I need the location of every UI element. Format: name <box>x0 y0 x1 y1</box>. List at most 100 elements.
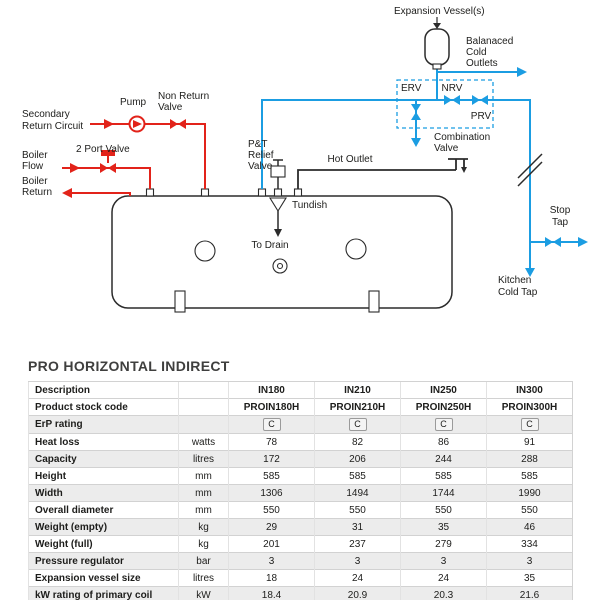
row-value: 550 <box>314 501 401 519</box>
row-value: 18.4 <box>228 586 315 600</box>
expansion-vessel-pointer-arrow <box>433 23 441 29</box>
row-value: PROIN300H <box>486 398 573 416</box>
row-value: 585 <box>400 467 487 485</box>
erp-rating-badge: C <box>348 418 367 431</box>
fitting-boiler-flow <box>145 188 155 197</box>
erp-rating-badge: C <box>520 418 539 431</box>
row-unit: bar <box>178 552 229 570</box>
row-unit: kW <box>178 586 229 600</box>
pt-relief-label-1: P&T <box>248 139 267 150</box>
plumbing-diagram: Expansion Vessel(s) Balanaced Cold Outle… <box>22 6 588 313</box>
boiler-return-pipe <box>72 192 131 196</box>
column-header: IN300 <box>486 381 573 399</box>
row-label: Height <box>28 467 179 485</box>
row-value: 279 <box>400 535 487 553</box>
row-value: 82 <box>314 433 401 451</box>
to-drain-label: To Drain <box>251 240 288 251</box>
row-unit <box>178 398 229 416</box>
row-unit: litres <box>178 569 229 587</box>
combination-valve-label-2: Valve <box>434 143 459 154</box>
erv-label: ERV <box>401 83 422 94</box>
row-value: 24 <box>400 569 487 587</box>
row-value: 172 <box>228 450 315 468</box>
row-value: 1306 <box>228 484 315 502</box>
tank-top-fittings <box>145 188 303 197</box>
column-header <box>178 381 229 399</box>
row-value: 46 <box>486 518 573 536</box>
stop-tap-label-2: Tap <box>552 217 569 228</box>
erv-valve-icon <box>411 104 421 120</box>
row-value: 550 <box>400 501 487 519</box>
boiler-return-label-1: Boiler <box>22 176 48 187</box>
pipe-break-icon <box>517 153 543 187</box>
row-label: Expansion vessel size <box>28 569 179 587</box>
row-unit <box>178 415 229 434</box>
balanced-cold-label-2: Cold <box>466 47 487 58</box>
boiler-flow-label-2: Flow <box>22 161 44 172</box>
row-label: Pressure regulator <box>28 552 179 570</box>
expansion-vessel-icon <box>424 28 450 70</box>
row-value: 18 <box>228 569 315 587</box>
expansion-vessel-label: Expansion Vessel(s) <box>394 6 485 17</box>
pump-label: Pump <box>120 97 147 108</box>
row-value: 206 <box>314 450 401 468</box>
non-return-valve-label-1: Non Return <box>158 91 209 102</box>
flow-arrow-boiler-flow <box>70 163 80 173</box>
row-label: Heat loss <box>28 433 179 451</box>
row-value: 3 <box>400 552 487 570</box>
flow-arrow-balanced-outlets <box>517 67 527 77</box>
column-header: IN180 <box>228 381 315 399</box>
erp-rating-badge: C <box>434 418 453 431</box>
boiler-flow-label-1: Boiler <box>22 150 48 161</box>
tank-foot-right <box>368 290 380 313</box>
row-value: 1990 <box>486 484 573 502</box>
row-label: kW rating of primary coil <box>28 586 179 600</box>
row-value: 201 <box>228 535 315 553</box>
row-value: 20.9 <box>314 586 401 600</box>
row-value: 35 <box>400 518 487 536</box>
flow-arrow-drain <box>274 229 282 237</box>
row-label: Weight (empty) <box>28 518 179 536</box>
erp-rating-badge: C <box>262 418 281 431</box>
tundish-icon <box>269 197 287 213</box>
row-value: 31 <box>314 518 401 536</box>
row-unit: mm <box>178 467 229 485</box>
cold-main-pipe <box>261 99 531 242</box>
tundish-label: Tundish <box>292 200 327 211</box>
row-label: Weight (full) <box>28 535 179 553</box>
column-header: IN210 <box>314 381 401 399</box>
row-unit: kg <box>178 518 229 536</box>
nrv-label: NRV <box>442 83 463 94</box>
fitting-hot-outlet <box>293 188 303 197</box>
two-port-valve-icon <box>100 150 116 173</box>
row-value: 237 <box>314 535 401 553</box>
balanced-cold-label-3: Outlets <box>466 58 498 69</box>
fitting-pt-valve <box>273 188 283 197</box>
row-value: C <box>486 415 573 434</box>
row-value: 1494 <box>314 484 401 502</box>
row-label: Overall diameter <box>28 501 179 519</box>
row-value: 24 <box>314 569 401 587</box>
fitting-secondary-return <box>200 188 210 197</box>
nrv-valve-icon <box>444 95 460 105</box>
tank-foot-left <box>174 290 186 313</box>
secondary-return-pipe <box>90 123 206 189</box>
row-value: 585 <box>486 467 573 485</box>
column-header: IN250 <box>400 381 487 399</box>
combination-valve-box <box>396 79 494 129</box>
row-value: 550 <box>486 501 573 519</box>
row-value: 35 <box>486 569 573 587</box>
flow-arrow-secondary <box>104 119 114 129</box>
hot-outlet-pipe <box>297 169 456 189</box>
pt-relief-valve-icon <box>270 159 286 189</box>
drain-boss-inner <box>276 262 284 270</box>
row-value: C <box>228 415 315 434</box>
